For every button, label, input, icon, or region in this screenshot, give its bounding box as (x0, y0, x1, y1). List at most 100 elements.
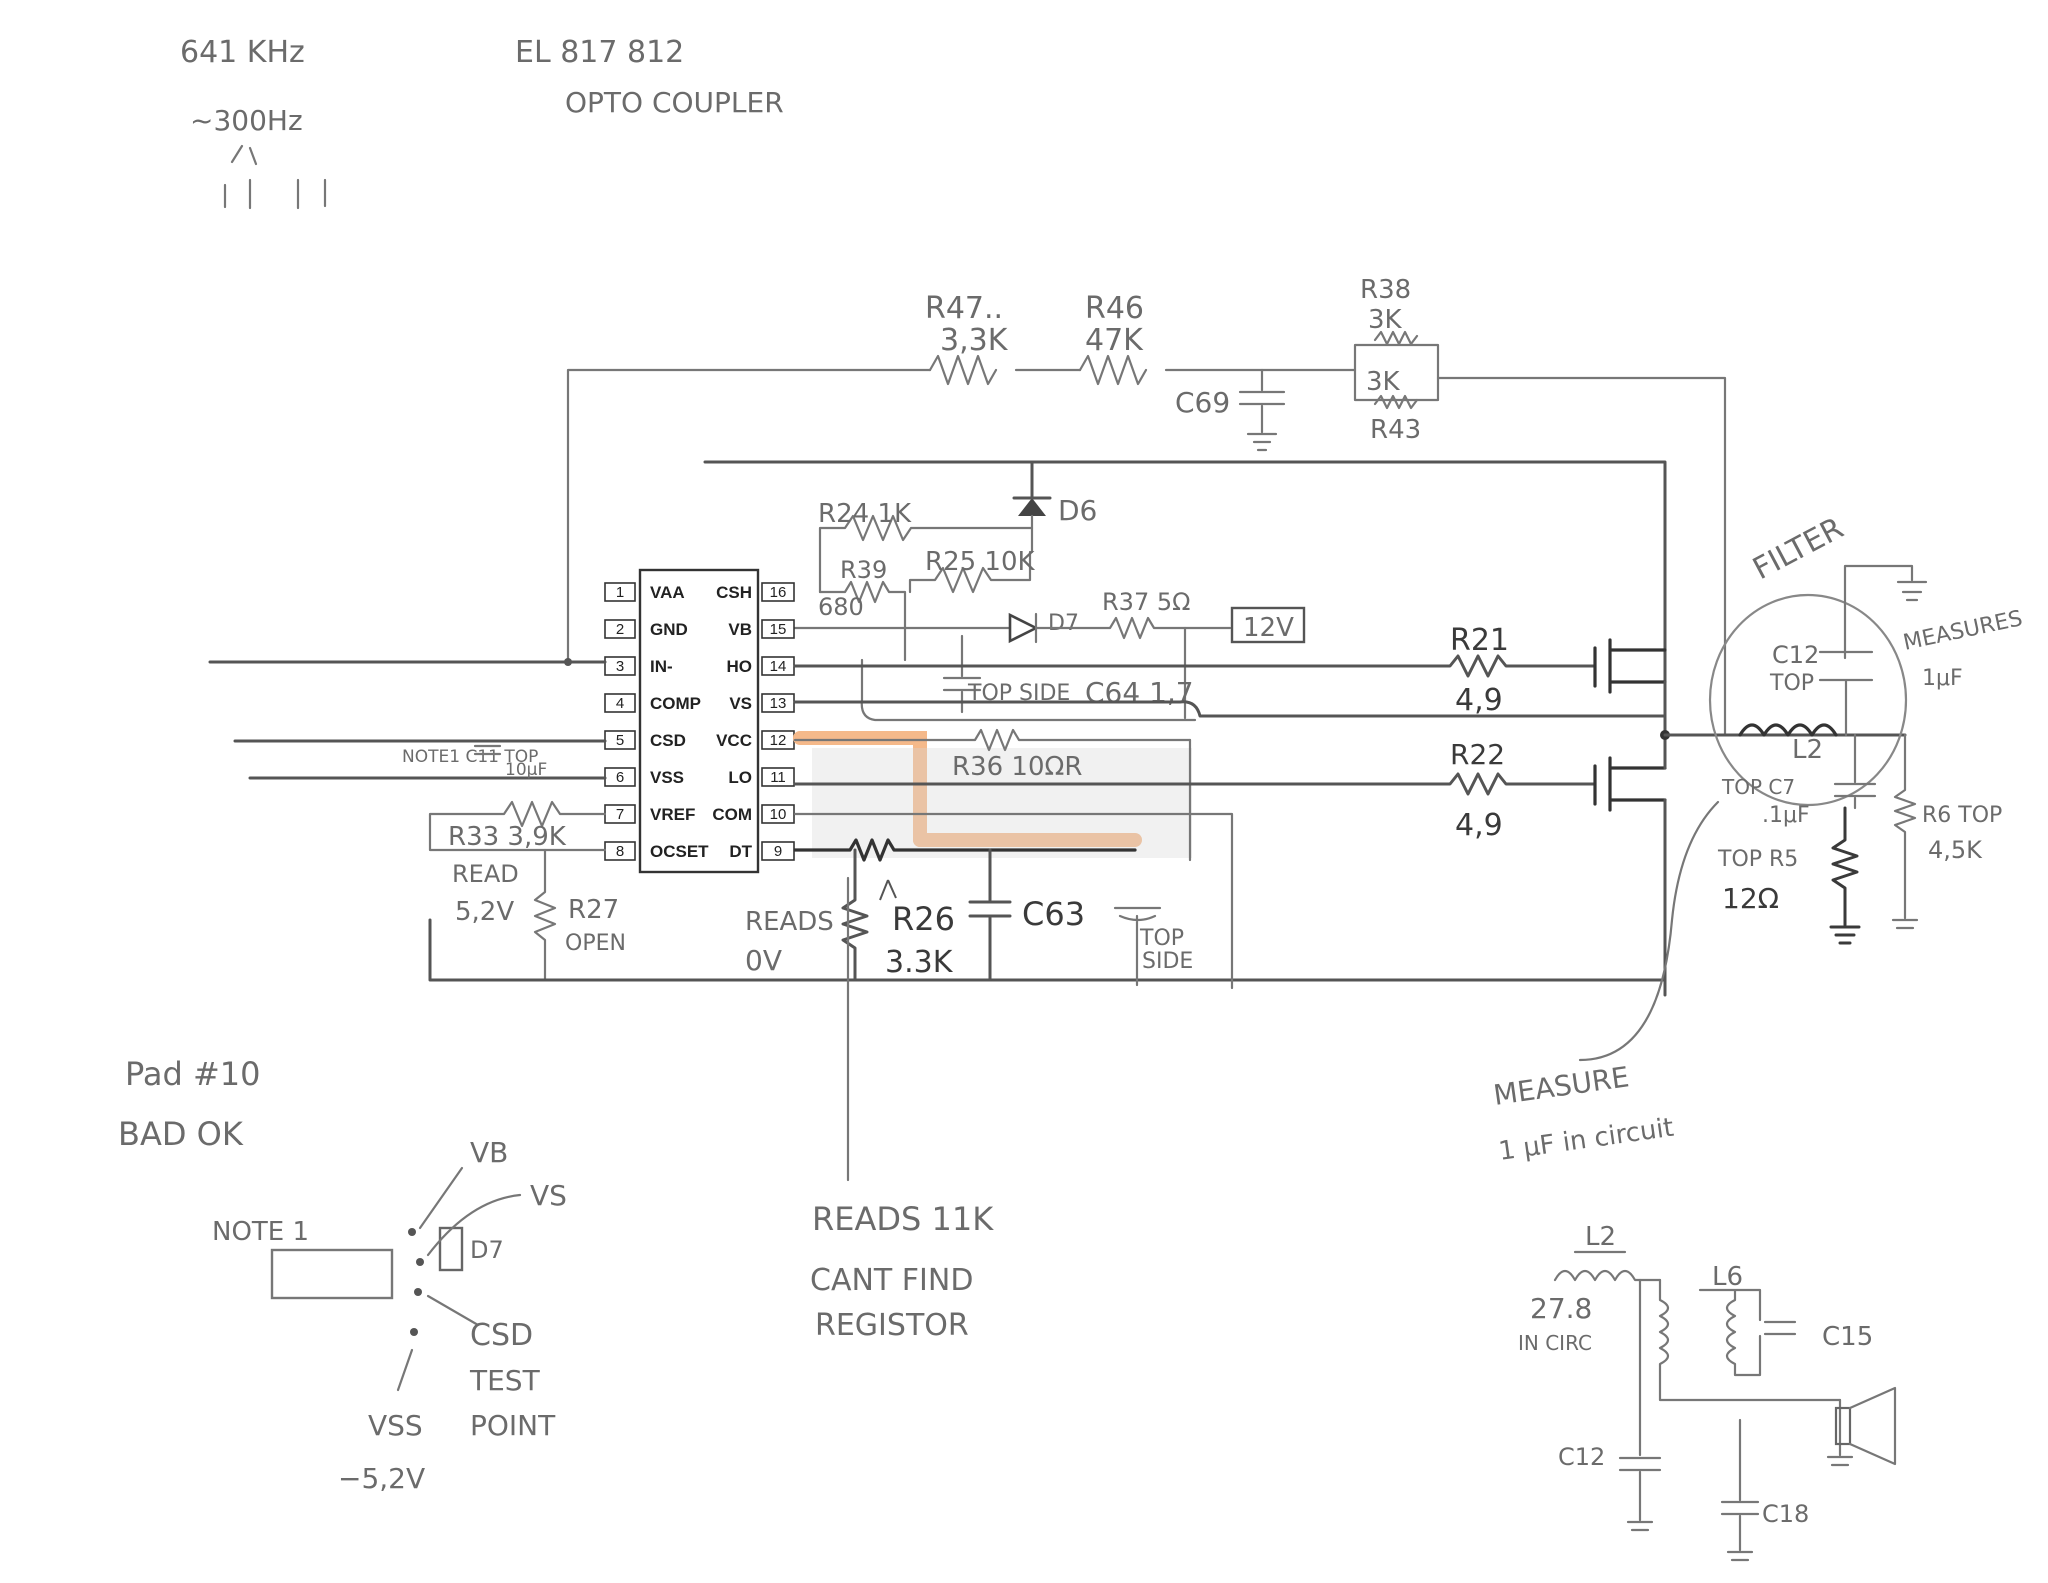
r47-symbol (928, 354, 998, 386)
freq-note: 641 KHz ~300Hz (180, 35, 327, 210)
c12-top: TOP (1769, 671, 1814, 696)
pin-number: 5 (616, 732, 624, 749)
r36-label: R36 10ΩR (952, 752, 1082, 782)
measure2-text: 1 μF in circuit (1497, 1113, 1676, 1167)
pin-number: 16 (770, 584, 787, 601)
pin-number: 12 (770, 732, 787, 749)
c64-cap: TOP SIDE C64 1,7 (860, 634, 1197, 722)
read52b-text: 5,2V (455, 897, 514, 927)
c64-symbol (942, 634, 982, 714)
rail-wire (703, 460, 1667, 742)
pin-number: 2 (616, 621, 624, 638)
input-lines (208, 658, 607, 780)
pin-box (604, 619, 636, 639)
c69-label: C69 (1175, 386, 1230, 419)
output-filter: FILTER C12 TOP MEASURES 1μF L2 TOP C7 .1… (1491, 511, 2024, 1167)
inset-l2-symbol (1553, 1269, 1662, 1282)
pin-box (761, 767, 795, 787)
r38-r43-box (1353, 343, 1440, 402)
inset-c15: C15 (1822, 1322, 1873, 1352)
inset-c12: C12 (1558, 1443, 1605, 1471)
pin-number: 11 (770, 769, 786, 786)
d6-label: D6 (1058, 494, 1097, 527)
r6-symbol (1891, 733, 1919, 930)
inset-vssv: −5,2V (338, 1462, 425, 1495)
measure-pointer (1578, 800, 1720, 1062)
pin-number: 9 (774, 843, 782, 860)
freq-text: 641 KHz (180, 35, 305, 70)
r27-symbol (533, 848, 557, 982)
r33-label: R33 3,9K (448, 822, 567, 852)
r43-label: R43 (1370, 415, 1421, 445)
ic-pin-right: 9DT (729, 841, 795, 861)
r47-value: 3,3K (940, 323, 1009, 358)
pin-number: 7 (616, 806, 624, 823)
opto-text: EL 817 812 (515, 35, 684, 70)
arrows-mark (230, 144, 258, 166)
l2-symbol (1738, 723, 1838, 737)
inset-lx-symbol (1658, 1278, 1842, 1402)
ho-wire (793, 654, 1597, 678)
r46-label: R46 (1085, 291, 1144, 326)
r43-value: 3K (1366, 367, 1401, 397)
c7-label: TOP C7 (1721, 775, 1795, 799)
speaker-coil (1834, 1406, 1852, 1446)
pin-number: 6 (616, 769, 624, 786)
r5-label: TOP R5 (1717, 847, 1798, 872)
reads0v-value: 0V (745, 944, 782, 977)
fb-wire-left (566, 368, 932, 664)
pin-box (604, 656, 636, 676)
opto2-text: OPTO COUPLER (565, 86, 784, 119)
pin-box (761, 619, 795, 639)
r26-symbol (841, 848, 869, 982)
reads-note: READS 11K CANT FIND REGISTOR (810, 1200, 994, 1343)
inset-l2n: IN CIRC (1518, 1331, 1592, 1355)
inset-left: NOTE 1 D7 VB VS CSD TEST POINT VSS −5,2V (212, 1136, 567, 1495)
pin-box (761, 582, 795, 602)
pad-csd (414, 1288, 422, 1296)
r5-value: 12Ω (1722, 882, 1779, 915)
top-side-b: SIDE (1142, 949, 1193, 974)
r27-value: OPEN (565, 931, 626, 956)
r38-value: 3K (1368, 305, 1403, 335)
pad-vs (416, 1258, 424, 1266)
pad-vss (410, 1328, 418, 1336)
registor-text: REGISTOR (815, 1308, 969, 1343)
pulse-marks (223, 178, 327, 210)
pin-number: 1 (616, 584, 624, 601)
pin-name: CSD (650, 731, 686, 750)
note1-box (270, 1248, 394, 1300)
pin-name: LO (728, 768, 752, 787)
pin-box (604, 582, 636, 602)
c63-symbol (968, 848, 1012, 982)
pin-name: CSH (716, 583, 752, 602)
r6-label: R6 TOP (1922, 803, 2002, 828)
vss-arrow (396, 1348, 414, 1392)
vref-ocset-network: R33 3,9K READ 5,2V R27 OPEN (428, 800, 1667, 982)
inset-test: TEST (469, 1364, 541, 1397)
pin-number: 3 (616, 658, 624, 675)
r46-symbol (1078, 354, 1148, 386)
inset-c18-symbol (1720, 1418, 1760, 1562)
q-low (1593, 756, 1667, 812)
cantfind-text: CANT FIND (810, 1263, 973, 1298)
r21-label: R21 (1450, 623, 1509, 658)
c12-symbol (1818, 650, 1874, 737)
vb-arrow (418, 1166, 464, 1230)
r26-value: 3.3K (885, 945, 954, 980)
inset-c18: C18 (1762, 1500, 1809, 1528)
csd-arrow (426, 1294, 480, 1327)
read52-text: READ (452, 860, 519, 888)
c11-value: 10μF (505, 760, 547, 780)
pad2-text: BAD OK (118, 1115, 244, 1153)
l2-label: L2 (1792, 735, 1823, 765)
inset-c12-symbol (1618, 1278, 1662, 1532)
vs-wire (793, 700, 1667, 718)
